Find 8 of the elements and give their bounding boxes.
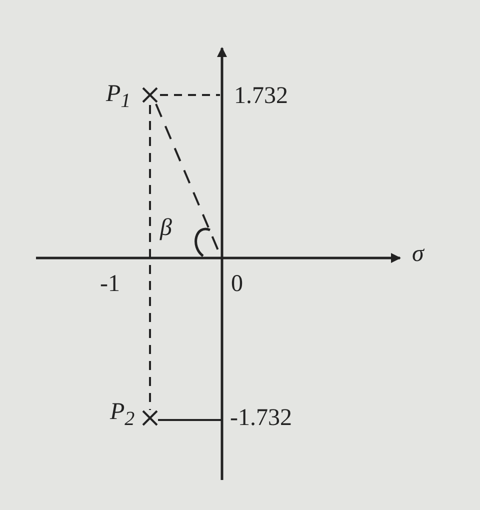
axis-label: σ — [412, 242, 424, 266]
angle-label: β — [160, 216, 172, 240]
axis-value: 0 — [231, 272, 243, 296]
axis-value: -1 — [100, 272, 120, 296]
axis-value: 1.732 — [234, 84, 288, 108]
axis-value: -1.732 — [230, 406, 292, 430]
pole-label: P$_{1}$ — [106, 82, 131, 111]
pole-label: P$_{2}$ — [110, 400, 135, 429]
